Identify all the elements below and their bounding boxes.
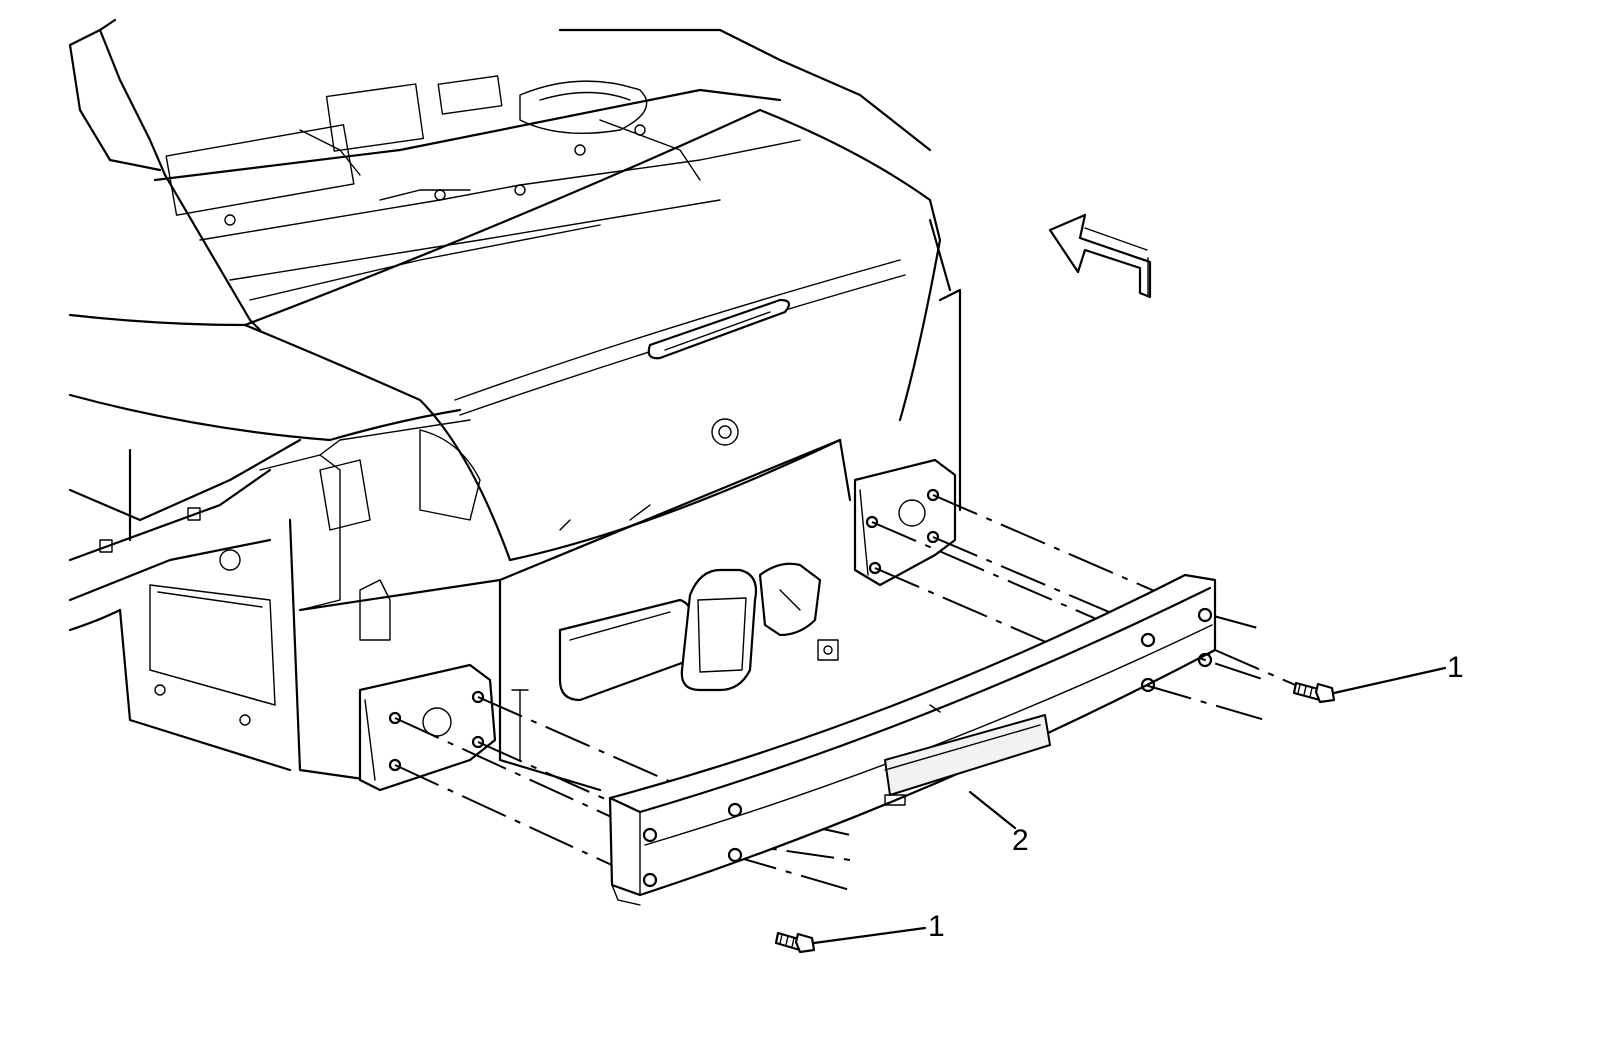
forward-arrow-icon: [1048, 213, 1152, 299]
callout-1-bolt-lower: 1: [928, 910, 945, 943]
bolt-icon: [1292, 681, 1336, 704]
trunk-compartment: [68, 18, 932, 332]
callout-2-impact-bar: 2: [1012, 824, 1029, 857]
callout-1-bolt-upper: 1: [1447, 651, 1464, 684]
left-bumper-bracket: [358, 663, 497, 792]
right-bumper-bracket: [853, 218, 962, 587]
deck-lid: [243, 108, 942, 562]
bolt-icon: [774, 931, 816, 954]
rear-impact-bar: [608, 573, 1217, 906]
left-quarter-panel: [68, 313, 471, 772]
leader-lines: [812, 666, 1447, 945]
rear-end-panel: [298, 429, 852, 792]
